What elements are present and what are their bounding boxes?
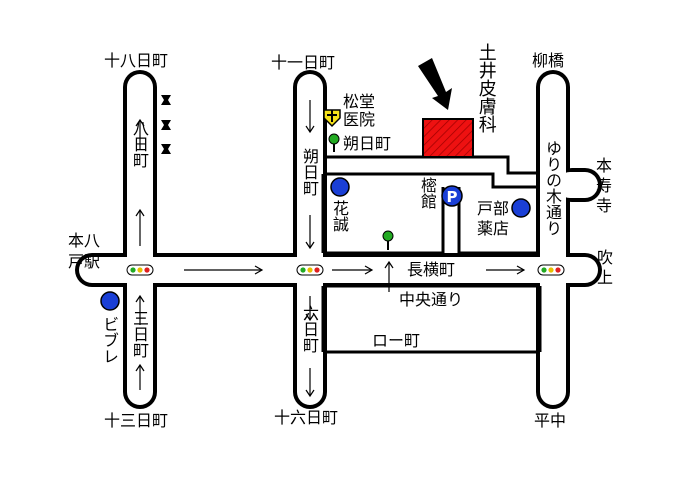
- place-jusannichimachi: 十三日町: [104, 411, 169, 430]
- landmark-hanamakoto: 花誠: [330, 200, 349, 232]
- landmark-tobe-pharmacy: 戸部薬店: [477, 199, 510, 238]
- place-jurokunichimachi: 十六日町: [274, 408, 339, 427]
- street-mikkamachi: 三日町: [130, 310, 149, 358]
- landmark-destination: 土井皮膚科: [475, 43, 497, 133]
- street-yurinoki-dori: ゆりの木通り: [543, 140, 562, 236]
- tree-icon-nagayoko: [382, 230, 394, 250]
- place-fukiage: 吹上: [597, 248, 614, 287]
- landmark-clinic: 松堂医院: [343, 92, 376, 129]
- landmark-hinokidate: 樒館: [418, 177, 437, 209]
- traffic-signal-center: [296, 264, 324, 276]
- street-sakuhimachi: 朔日町: [343, 134, 392, 153]
- traffic-signal-east: [537, 264, 565, 276]
- side-streets: [321, 155, 542, 354]
- landmark-bible: ビブレ: [100, 316, 119, 364]
- place-yanagibashi: 柳橋: [532, 51, 565, 70]
- parking-label: P: [447, 188, 458, 206]
- street-chuo-dori: 中央通り: [399, 290, 464, 309]
- place-honjuji-text: 本寿寺: [596, 156, 613, 215]
- hanamakoto-dot: [330, 177, 350, 197]
- place-hon-hachinohe-eki: 本八戸駅: [68, 231, 101, 271]
- street-sakuhimachi-vertical: 朔日町: [300, 148, 319, 196]
- roads: [75, 70, 602, 409]
- street-youkamachi: 八日町: [130, 120, 149, 168]
- street-nagayokomachi: 長横町: [407, 260, 456, 279]
- street-ro-ichi-machi: ロー町: [372, 331, 421, 350]
- street-muikamachi: 六日町: [300, 305, 319, 353]
- destination-arrow-icon: [418, 58, 452, 110]
- traffic-signal-west: [126, 264, 154, 276]
- direction-arrows: [135, 100, 526, 398]
- tobe-pharmacy-dot: [511, 198, 531, 218]
- destination-building: [422, 118, 474, 158]
- bible-dot: [100, 291, 120, 311]
- place-juhachinichimachi: 十八日町: [104, 51, 169, 70]
- place-heichu: 平中: [534, 411, 567, 430]
- place-juichinichimachi: 十一日町: [271, 53, 336, 72]
- footprint-icon: [161, 95, 171, 154]
- tree-icon-sakuhi: [328, 133, 340, 152]
- parking-dot: [441, 185, 463, 207]
- clinic-icon: [323, 109, 341, 128]
